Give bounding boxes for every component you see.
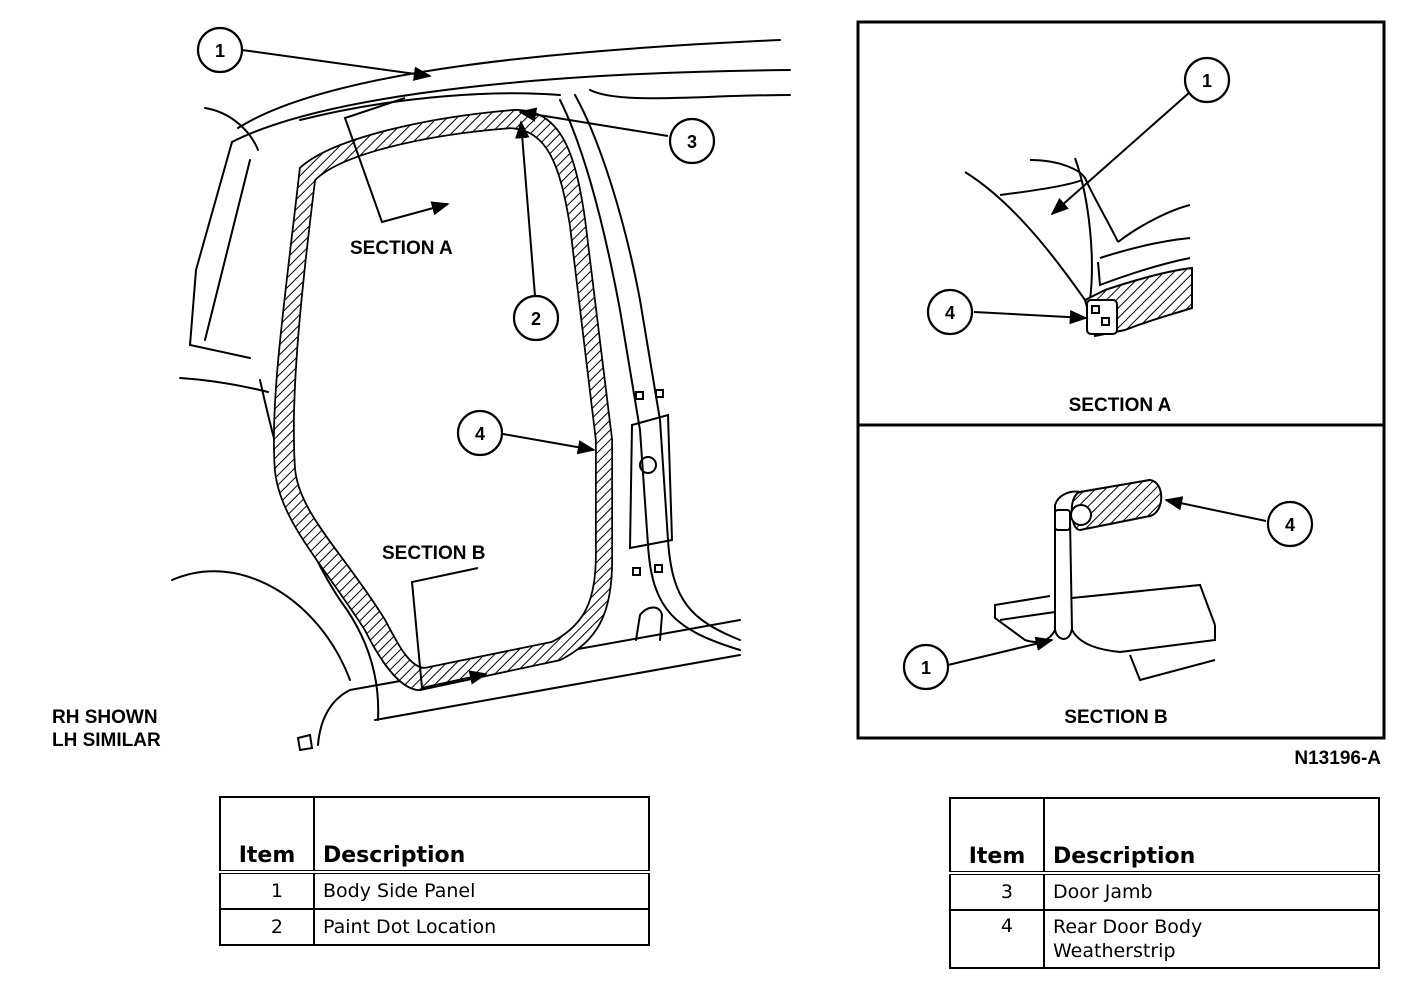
table-row: 4 Rear Door Body Weatherstrip xyxy=(949,909,1380,969)
callout-1-section-b: 1 xyxy=(902,643,950,691)
section-b-drawing xyxy=(994,479,1216,682)
table-row: 2 Paint Dot Location xyxy=(219,908,650,946)
legend-item-number: 4 xyxy=(949,909,1045,969)
section-a-cut-line xyxy=(343,97,450,224)
svg-text:1: 1 xyxy=(1202,71,1212,91)
legend-left-header-item: Item xyxy=(219,796,315,874)
legend-item-description: Rear Door Body Weatherstrip xyxy=(1043,909,1380,969)
leader-lines-section-b xyxy=(947,496,1267,666)
svg-text:4: 4 xyxy=(475,424,485,444)
callout-1-main: 1 xyxy=(196,26,244,74)
callout-4-section-b: 4 xyxy=(1266,500,1314,548)
legend-item-description-line-1: Rear Door Body xyxy=(1053,916,1203,938)
callout-1-section-a: 1 xyxy=(1183,56,1231,104)
legend-item-description-line-2: Weatherstrip xyxy=(1053,940,1176,962)
orientation-line-2: LH SIMILAR xyxy=(52,730,161,751)
legend-item-description: Door Jamb xyxy=(1043,872,1380,911)
legend-right-header-description: Description xyxy=(1043,797,1380,875)
svg-text:4: 4 xyxy=(1285,515,1295,535)
callout-4-main: 4 xyxy=(456,409,504,457)
legend-right-header-item: Item xyxy=(949,797,1045,875)
callout-2-main: 2 xyxy=(512,294,560,342)
svg-text:1: 1 xyxy=(921,658,931,678)
section-b-cut-line xyxy=(410,567,488,690)
legend-item-description: Paint Dot Location xyxy=(313,908,650,946)
leader-lines-section-a xyxy=(973,91,1191,325)
section-b-weatherstrip xyxy=(1070,478,1163,532)
figure-id: N13196-A xyxy=(1294,748,1381,769)
weatherstrip-band xyxy=(273,109,613,691)
legend-item-number: 1 xyxy=(219,871,315,910)
svg-text:1: 1 xyxy=(215,41,225,61)
section-a-drawing xyxy=(964,157,1191,301)
svg-text:3: 3 xyxy=(687,132,697,152)
legend-item-number: 3 xyxy=(949,872,1045,911)
orientation-line-1: RH SHOWN xyxy=(52,707,158,728)
section-b-label: SECTION B xyxy=(382,543,485,564)
legend-item-description: Body Side Panel xyxy=(313,871,650,910)
svg-text:2: 2 xyxy=(531,309,541,329)
section-a-title: SECTION A xyxy=(1069,395,1172,416)
callout-3-main: 3 xyxy=(668,117,716,165)
orientation-note: RH SHOWN LH SIMILAR xyxy=(52,706,161,752)
section-b-clip xyxy=(1054,504,1092,531)
section-a-label: SECTION A xyxy=(350,238,453,259)
legend-table-right: Item Description 3 Door Jamb 4 Rear Door… xyxy=(949,797,1380,969)
table-row: 1 Body Side Panel xyxy=(219,871,650,910)
legend-left-header-description: Description xyxy=(313,796,650,874)
leader-lines-main xyxy=(241,49,669,455)
section-detail-frame xyxy=(856,20,1386,740)
callout-4-section-a: 4 xyxy=(926,288,974,336)
svg-text:4: 4 xyxy=(945,303,955,323)
table-row: 3 Door Jamb xyxy=(949,872,1380,911)
section-a-clip xyxy=(1086,299,1118,335)
legend-item-number: 2 xyxy=(219,908,315,946)
section-b-seam xyxy=(1054,627,1073,640)
section-b-title: SECTION B xyxy=(1064,707,1167,728)
legend-table-left: Item Description 1 Body Side Panel 2 Pai… xyxy=(219,796,650,946)
